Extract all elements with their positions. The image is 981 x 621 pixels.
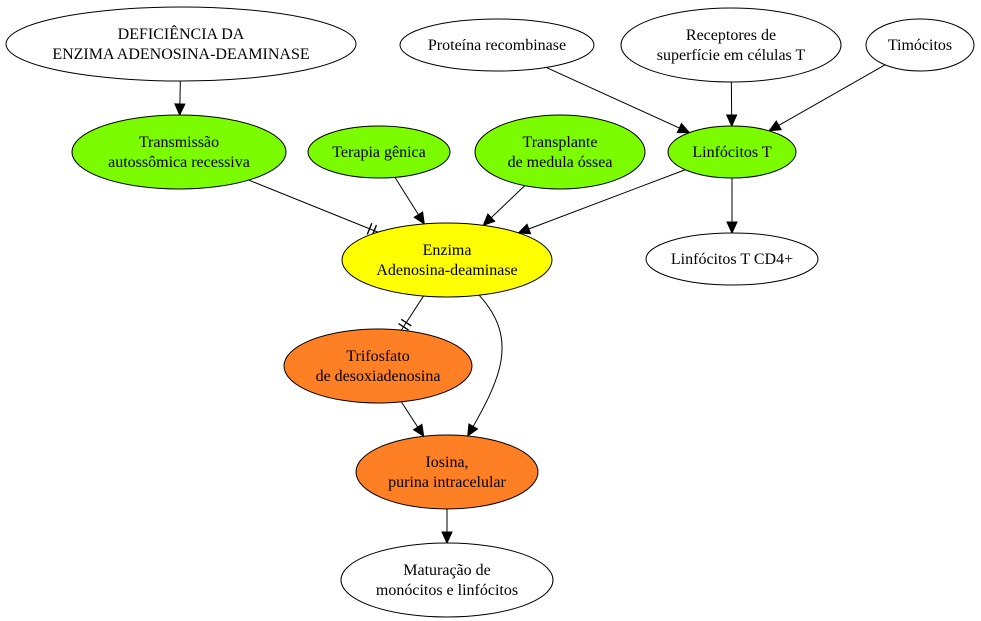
node-transplante: Transplante de medula óssea <box>474 114 646 190</box>
edges-layer <box>174 64 886 545</box>
arrowhead <box>467 423 479 438</box>
node-label: Timócitos <box>888 37 952 54</box>
edge-line <box>467 294 503 437</box>
node-shape <box>307 125 451 179</box>
edge-line <box>546 66 690 134</box>
node-shape <box>399 18 595 72</box>
node-iosina: Iosina, purina intracelular <box>355 434 539 510</box>
node-label: superfície em células T <box>657 47 806 64</box>
node-shape <box>620 7 842 83</box>
node-shape <box>341 222 553 298</box>
edge-line <box>518 169 686 234</box>
arrowhead <box>768 120 783 132</box>
edge-transplante-to-enzima <box>482 185 526 227</box>
node-label: DEFICIÊNCIA DA <box>118 24 245 43</box>
arrowhead <box>482 213 496 227</box>
node-shape <box>474 114 646 190</box>
node-trifosfato: Trifosfato de desoxiadenosina <box>283 328 473 404</box>
inhibit-mark <box>400 318 412 327</box>
edge-timocitos-to-linfocitos_t <box>768 64 886 132</box>
node-shape <box>355 434 539 510</box>
node-label: Maturação de <box>403 562 491 579</box>
edge-enzima-to-trifosfato <box>398 295 424 331</box>
node-timocitos: Timócitos <box>865 18 975 72</box>
arrowhead <box>676 122 691 134</box>
arrowhead <box>412 423 425 438</box>
arrowhead <box>441 531 453 545</box>
node-label: ENZIMA ADENOSINA-DEAMINASE <box>52 46 309 63</box>
node-proteina: Proteína recombinase <box>399 18 595 72</box>
node-label: Linfócitos T CD4+ <box>671 251 793 268</box>
node-shape <box>865 18 975 72</box>
edge-linfocitos_t-to-enzima <box>517 169 686 235</box>
inhibit-mark <box>398 322 409 331</box>
node-maturacao: Maturação de monócitos e linfócitos <box>340 542 554 618</box>
node-label: monócitos e linfócitos <box>376 582 518 599</box>
node-shape <box>667 125 797 179</box>
edge-linfocitos_t-to-linfocitos_cd4 <box>726 178 738 235</box>
node-terapia: Terapia gênica <box>307 125 451 179</box>
edge-iosina-to-maturacao <box>441 509 453 545</box>
edge-line <box>248 179 379 233</box>
node-label: Iosina, <box>425 454 468 471</box>
edge-trifosfato-to-iosina <box>400 401 425 438</box>
edge-receptores-to-linfocitos_t <box>725 81 738 128</box>
node-shape <box>283 328 473 404</box>
node-shape <box>5 6 357 82</box>
edge-transmissao-to-enzima <box>248 179 379 237</box>
node-linfocitos_cd4: Linfócitos T CD4+ <box>645 232 819 286</box>
edge-line <box>768 64 886 132</box>
arrowhead <box>725 114 738 128</box>
node-label: Transmissão <box>139 134 219 151</box>
arrowhead <box>174 103 186 117</box>
node-label: Proteína recombinase <box>428 37 566 54</box>
node-shape <box>71 114 287 190</box>
arrowhead <box>413 211 425 225</box>
inhibit-mark <box>366 222 373 235</box>
node-label: Terapia gênica <box>332 144 425 161</box>
nodes-layer: DEFICIÊNCIA DA ENZIMA ADENOSINA-DEAMINASE… <box>5 6 975 618</box>
node-label: de desoxiadenosina <box>316 368 441 385</box>
node-label: Receptores de <box>686 27 776 44</box>
node-shape <box>340 542 554 618</box>
edge-deficiencia-to-transmissao <box>174 80 186 117</box>
node-receptores: Receptores de superfície em células T <box>620 7 842 83</box>
node-label: purina intracelular <box>388 474 506 491</box>
node-label: Linfócitos T <box>692 144 771 161</box>
node-label: autossômica recessiva <box>108 154 250 171</box>
node-linfocitos_t: Linfócitos T <box>667 125 797 179</box>
edge-proteina-to-linfocitos_t <box>546 66 691 134</box>
edge-line <box>400 295 424 331</box>
edge-terapia-to-enzima <box>394 177 425 225</box>
edge-enzima-to-iosina <box>467 294 503 438</box>
node-label: Transplante <box>523 134 598 151</box>
arrowhead <box>517 223 532 235</box>
node-label: de medula óssea <box>508 154 613 171</box>
node-deficiencia: DEFICIÊNCIA DA ENZIMA ADENOSINA-DEAMINASE <box>5 6 357 82</box>
node-label: Adenosina-deaminase <box>376 262 517 279</box>
arrowhead <box>726 221 738 235</box>
node-label: Enzima <box>423 242 472 259</box>
node-label: Trifosfato <box>346 348 409 365</box>
node-shape <box>645 232 819 286</box>
node-transmissao: Transmissão autossômica recessiva <box>71 114 287 190</box>
